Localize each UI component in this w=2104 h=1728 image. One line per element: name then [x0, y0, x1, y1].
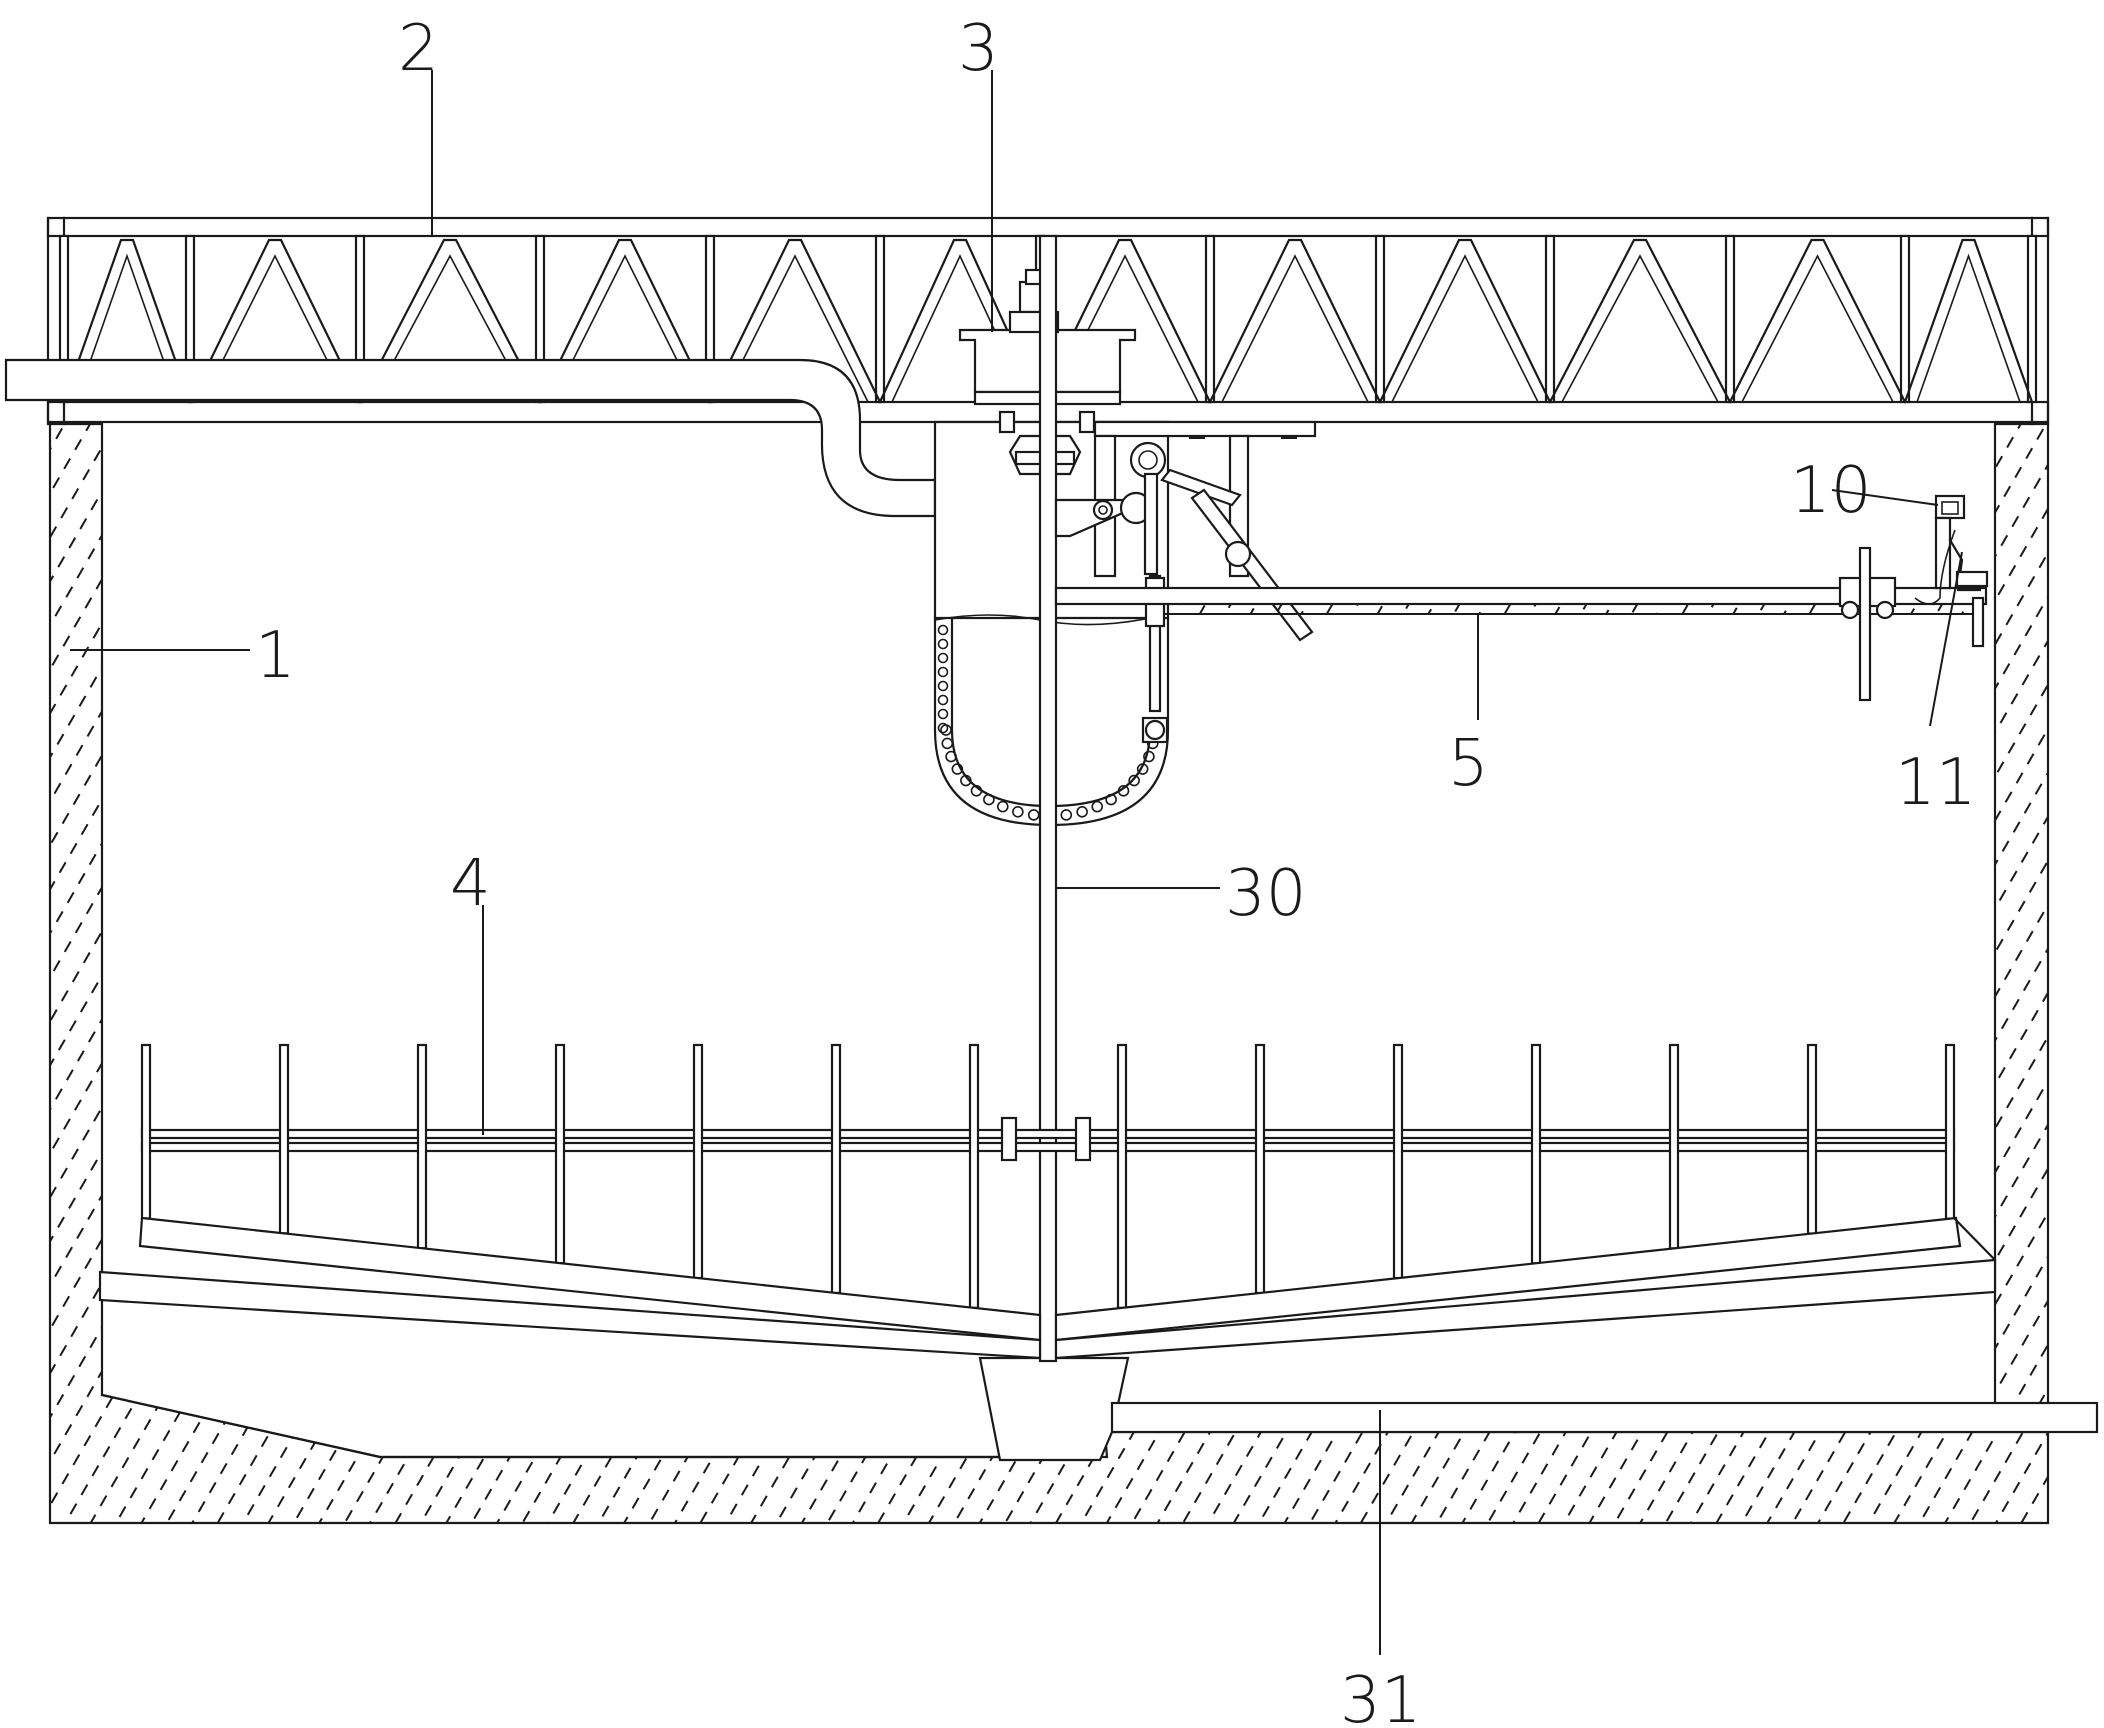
truss-diagonal-inner: [1221, 254, 1369, 403]
label-4: 4: [450, 847, 491, 921]
rake-post: [692, 1043, 704, 1280]
truss-diagonal: [878, 238, 1042, 404]
truss-diagonal-inner: [1916, 253, 2021, 403]
label-31: 31: [1340, 1664, 1421, 1728]
scraper-rake: [98, 1043, 1997, 1360]
rake-post: [1806, 1043, 1818, 1235]
tank-body: [48, 422, 2099, 1525]
label-3: 3: [958, 12, 999, 86]
perforation-dot: [940, 724, 952, 736]
truss-diagonal-inner: [1741, 254, 1894, 403]
perforation-dot: [983, 793, 995, 806]
perforation-dot: [996, 800, 1009, 813]
perforation-dot: [937, 722, 949, 734]
truss-diagonal: [538, 238, 712, 404]
skimmer-arm: [1054, 546, 1988, 702]
perforation-dot: [937, 652, 949, 664]
truss-diagonal: [1208, 238, 1382, 404]
rake-post: [1254, 1043, 1266, 1295]
perforation-dot: [970, 785, 983, 797]
label-5: 5: [1448, 727, 1489, 801]
right-wall: [1993, 422, 2050, 1407]
truss-post: [1374, 234, 1386, 404]
truss-diagonal-inner: [721, 254, 869, 403]
truss-diagonal: [62, 238, 192, 404]
rake-post: [416, 1043, 428, 1250]
truss-diagonal: [1728, 238, 1907, 404]
truss-post: [1899, 234, 1911, 404]
rake-post: [1530, 1043, 1542, 1265]
truss-diagonal: [1378, 238, 1552, 404]
truss-diagonal: [1903, 238, 2034, 404]
perforation-dot: [937, 666, 949, 678]
level-sensor: [1914, 494, 1989, 605]
callouts: 2 3 1 4 30 5 10 11 31: [70, 12, 1976, 1728]
truss-diagonal-inner: [371, 254, 529, 403]
rake-post: [278, 1043, 290, 1235]
perforation-dot: [951, 763, 964, 775]
left-wall: [48, 422, 2050, 1525]
rake-post: [1392, 1043, 1404, 1280]
rake-post: [140, 1043, 152, 1220]
rake-post: [830, 1043, 842, 1295]
perforation-dot: [1117, 785, 1130, 797]
truss-diagonal: [708, 238, 882, 404]
inlet-pipe: [4, 358, 937, 518]
label-10: 10: [1790, 454, 1871, 528]
truss-diagonal-inner: [1561, 254, 1719, 403]
center-shaft: [1038, 234, 1058, 1363]
truss-diagonal: [1548, 238, 1732, 404]
truss-post: [874, 234, 886, 404]
center-sump: [978, 1356, 1130, 1462]
perforation-dot: [937, 638, 949, 650]
perforation-dot: [1105, 793, 1117, 806]
label-30: 30: [1225, 857, 1306, 931]
truss-diagonal-inner: [75, 253, 179, 403]
perforation-dot: [1012, 805, 1024, 818]
perforation-dot: [937, 694, 949, 706]
truss-diagonal-inner: [551, 254, 699, 403]
perforation-dot: [1076, 805, 1088, 818]
label-1: 1: [255, 619, 296, 693]
truss-post: [2026, 234, 2038, 404]
perforation-dot: [945, 750, 957, 763]
perforation-dot: [1136, 763, 1149, 775]
perforation-dot: [960, 774, 972, 787]
label-2: 2: [398, 12, 439, 86]
truss-post: [1544, 234, 1556, 404]
perforation-dot: [1128, 774, 1140, 787]
perforation-dot: [1027, 809, 1040, 821]
truss-diagonal-inner: [1391, 254, 1539, 403]
rake-post: [1668, 1043, 1680, 1250]
perforation-dot: [937, 624, 949, 636]
label-11: 11: [1895, 746, 1976, 820]
perforation-dot: [1091, 800, 1104, 813]
truss-diagonal: [1038, 238, 1212, 404]
truss-diagonal: [358, 238, 542, 404]
sludge-outlet-pipe: [1110, 1401, 2099, 1434]
perforation-dot: [937, 708, 949, 720]
rake-post: [1944, 1043, 1956, 1220]
rake-post: [1116, 1043, 1128, 1309]
rake-post: [968, 1043, 980, 1309]
perforation-dot: [941, 737, 954, 750]
rake-post: [554, 1043, 566, 1265]
truss-diagonal: [188, 238, 362, 404]
perforation-dot: [937, 680, 949, 692]
truss-post: [1724, 234, 1736, 404]
truss-diagonal-inner: [201, 254, 349, 403]
truss-post: [1204, 234, 1216, 404]
perforation-dot: [1060, 809, 1073, 821]
perforation-dot: [1143, 750, 1155, 763]
